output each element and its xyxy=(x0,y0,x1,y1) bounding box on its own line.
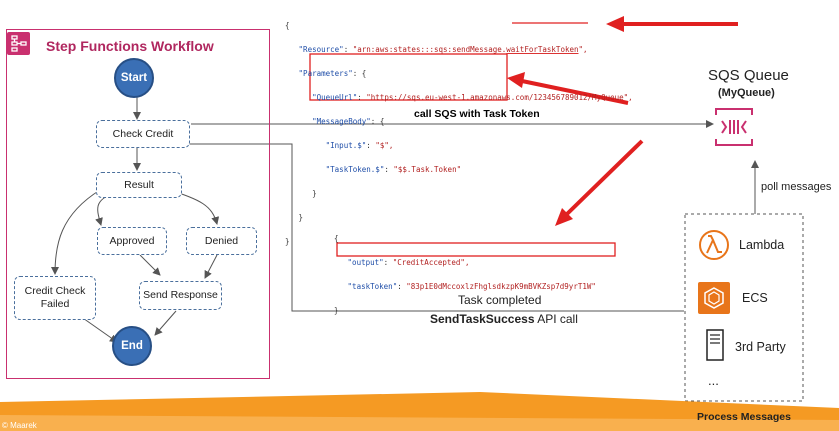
code-resource-highlight: waitForTaskToken xyxy=(506,45,579,54)
send-response-node: Send Response xyxy=(139,281,222,310)
send-task-success-label: SendTaskSuccess API call xyxy=(430,312,578,326)
third-party-icon xyxy=(706,329,724,366)
code-parameters-open: : { xyxy=(352,69,367,78)
credit-failed-line2: Failed xyxy=(40,298,70,310)
credit-failed-line1: Credit Check xyxy=(24,285,86,297)
code-close-parameters: } xyxy=(298,213,304,222)
code2-output-value: "CreditAccepted", xyxy=(392,258,470,267)
send-task-success-bold: SendTaskSuccess xyxy=(430,312,535,326)
start-node: Start xyxy=(114,58,154,98)
send-task-success-rest: API call xyxy=(534,312,578,326)
code-resource-prefix: "arn:aws:states:::sqs:sendMessage. xyxy=(352,45,507,54)
process-messages-caption: Process Messages xyxy=(697,411,791,423)
poll-messages-label: poll messages xyxy=(761,181,832,193)
sqs-title: SQS Queue xyxy=(708,67,789,84)
third-party-label: 3rd Party xyxy=(735,340,786,354)
ellipsis-label: ... xyxy=(708,373,719,388)
code-input-key: "Input.$" xyxy=(325,141,367,150)
code-block-response: { "output": "CreditAccepted", "taskToken… xyxy=(334,234,596,315)
denied-node: Denied xyxy=(186,227,257,255)
credit-check-failed-node: Credit Check Failed xyxy=(14,276,96,320)
footer-author: © Maarek xyxy=(2,421,37,430)
task-completed-label: Task completed xyxy=(458,293,542,307)
result-node: Result xyxy=(96,172,182,198)
code-resource-key: "Resource" xyxy=(298,45,344,54)
code-block-request: { "Resource": "arn:aws:states:::sqs:send… xyxy=(285,21,633,246)
code-close-messagebody: } xyxy=(312,189,317,198)
code-input-value: "$", xyxy=(375,141,394,150)
workflow-title: Step Functions Workflow xyxy=(46,38,214,54)
code-tasktoken-key: "TaskToken.$" xyxy=(325,165,385,174)
code2-tasktoken-key: "taskToken" xyxy=(347,282,398,291)
lambda-icon xyxy=(698,229,730,261)
code-queueurl-key: "QueueUrl" xyxy=(312,93,358,102)
lambda-label: Lambda xyxy=(739,238,785,252)
code2-tasktoken-value: "83p1E0dMccoxlzFhglsdkzpK9mBVKZsp7d9yrT1… xyxy=(406,282,596,291)
code-queueurl-value: "https://sqs.eu-west-1.amazonaws.com/123… xyxy=(366,93,633,102)
code-open-brace: { xyxy=(285,21,290,30)
code-resource-suffix: ", xyxy=(578,45,588,54)
workflow-panel xyxy=(6,29,270,379)
code-parameters-key: "Parameters" xyxy=(298,69,353,78)
check-credit-node: Check Credit xyxy=(96,120,190,148)
approved-node: Approved xyxy=(97,227,167,255)
code-close-outer: } xyxy=(285,237,290,246)
ecs-icon xyxy=(698,282,730,314)
ecs-label: ECS xyxy=(742,291,768,305)
code-tasktoken-value: "$$.Task.Token" xyxy=(393,165,462,174)
step-functions-icon xyxy=(7,32,30,55)
code2-close-brace: } xyxy=(334,306,339,315)
code2-open-brace: { xyxy=(334,234,339,243)
call-sqs-label: call SQS with Task Token xyxy=(414,108,540,120)
code2-output-key: "output" xyxy=(347,258,384,267)
code-messagebody-key: "MessageBody" xyxy=(312,117,371,126)
sqs-queue-icon xyxy=(714,107,754,152)
end-node: End xyxy=(112,326,152,366)
code-messagebody-open: : { xyxy=(370,117,385,126)
sqs-subtitle: (MyQueue) xyxy=(718,87,775,99)
